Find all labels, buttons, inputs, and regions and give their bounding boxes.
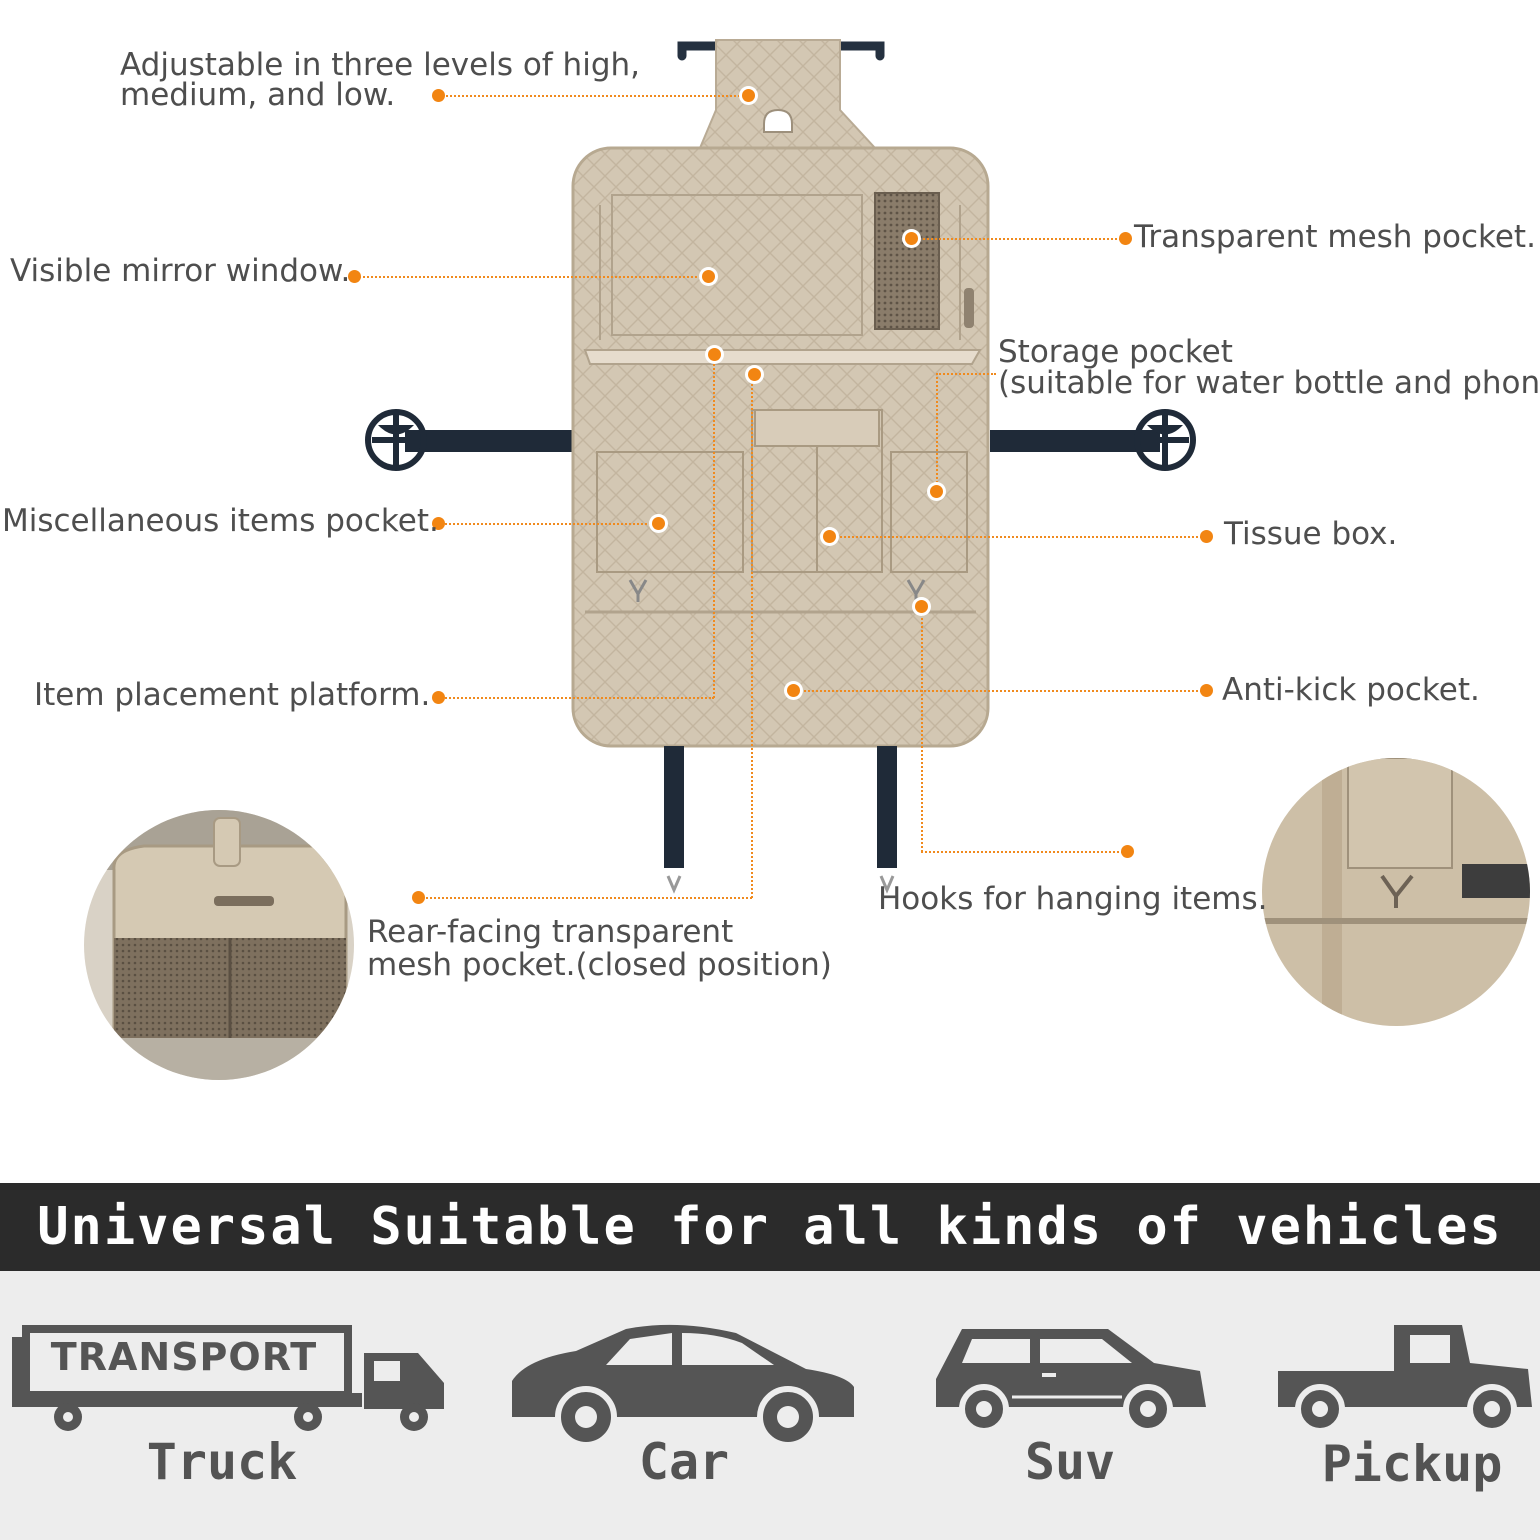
leader-antikick — [793, 690, 1206, 692]
vehicle-types: TRANSPORT Truck Car Suv Pickup — [0, 1271, 1540, 1540]
car-icon — [512, 1324, 854, 1447]
label-mesh-pocket: Transparent mesh pocket. — [1134, 219, 1536, 255]
seat-organizer-illustration — [365, 39, 1196, 894]
leader-adjustable — [438, 95, 748, 97]
bottom-right-strap — [877, 746, 897, 868]
leader-hooks-v — [921, 606, 923, 852]
label-tissue-box: Tissue box. — [1224, 516, 1398, 552]
pickup-icon — [1278, 1325, 1532, 1434]
label-storage-pocket: Storage pocket (suitable for water bottl… — [998, 334, 1540, 401]
left-side-strap — [405, 430, 575, 452]
leader-platform-h — [438, 697, 714, 699]
right-hook — [906, 579, 926, 602]
leader-mesh — [911, 238, 1125, 240]
mesh-pocket-panel — [874, 192, 940, 330]
dot-antikick-start — [787, 684, 800, 697]
strap-buckle-slot — [763, 108, 793, 133]
truck-icon — [12, 1325, 444, 1431]
vehicle-name-pickup: Pickup — [1321, 1435, 1503, 1493]
mirror-window-panel — [611, 194, 863, 336]
label-misc-pocket: Miscellaneous items pocket. — [2, 503, 439, 539]
label-adjustable: Adjustable in three levels of high, medi… — [120, 47, 640, 113]
label-mirror-window: Visible mirror window. — [10, 253, 351, 289]
leader-misc — [438, 523, 658, 525]
inset-rear-mesh-pocket — [84, 810, 354, 1080]
placement-platform — [583, 349, 982, 365]
leader-hooks-h — [921, 851, 1127, 853]
leader-rear-v — [751, 375, 753, 898]
dot-adjustable-start — [432, 89, 445, 102]
leader-storage-v — [936, 373, 938, 491]
leader-platform-v — [713, 355, 715, 698]
tissue-box-lid — [754, 409, 880, 447]
transport-badge: TRANSPORT — [50, 1335, 318, 1379]
dot-platform-start — [432, 691, 445, 704]
dot-rear-start — [748, 368, 761, 381]
dot-misc-start — [432, 517, 445, 530]
suv-icon — [936, 1329, 1206, 1433]
dot-mesh-end — [1119, 232, 1132, 245]
dot-adjustable-end — [742, 89, 755, 102]
label-hooks: Hooks for hanging items. — [878, 881, 1268, 917]
dot-mirror-start — [348, 270, 361, 283]
right-side-strap — [990, 430, 1160, 452]
side-tab — [964, 288, 974, 328]
dot-misc-end — [652, 517, 665, 530]
vehicle-name-suv: Suv — [1024, 1433, 1116, 1491]
leader-tissue — [829, 536, 1206, 538]
dot-antikick-end — [1200, 684, 1213, 697]
dot-platform-end — [708, 348, 721, 361]
leader-storage-h — [936, 373, 996, 375]
dot-hooks-end — [1121, 845, 1134, 858]
vehicle-name-car: Car — [638, 1433, 730, 1491]
bottom-left-strap — [664, 746, 684, 868]
upper-flap-outline — [599, 205, 961, 340]
bottom-left-hook — [666, 875, 682, 894]
inset-hook-closeup — [1262, 758, 1530, 1026]
dot-mesh-start — [905, 232, 918, 245]
right-pocket-shape — [890, 451, 968, 573]
bottom-right-hook — [879, 875, 895, 894]
universal-banner: Universal Suitable for all kinds of vehi… — [0, 1183, 1540, 1271]
dot-rear-end — [412, 891, 425, 904]
label-anti-kick: Anti-kick pocket. — [1222, 672, 1480, 708]
label-rear-mesh: Rear-facing transparent mesh pocket.(clo… — [367, 914, 832, 983]
dot-tissue-end — [1200, 530, 1213, 543]
dot-storage — [930, 485, 943, 498]
dot-hooks-start — [915, 600, 928, 613]
dot-mirror-end — [702, 270, 715, 283]
leader-mirror — [354, 276, 709, 278]
leader-rear-h — [418, 897, 752, 899]
dot-tissue-start — [823, 530, 836, 543]
left-strap-clip — [365, 409, 427, 471]
vehicle-name-truck: Truck — [146, 1433, 298, 1491]
label-platform: Item placement platform. — [34, 677, 431, 713]
right-strap-clip — [1134, 409, 1196, 471]
left-hook — [628, 579, 648, 602]
left-pocket-shape — [596, 451, 744, 573]
